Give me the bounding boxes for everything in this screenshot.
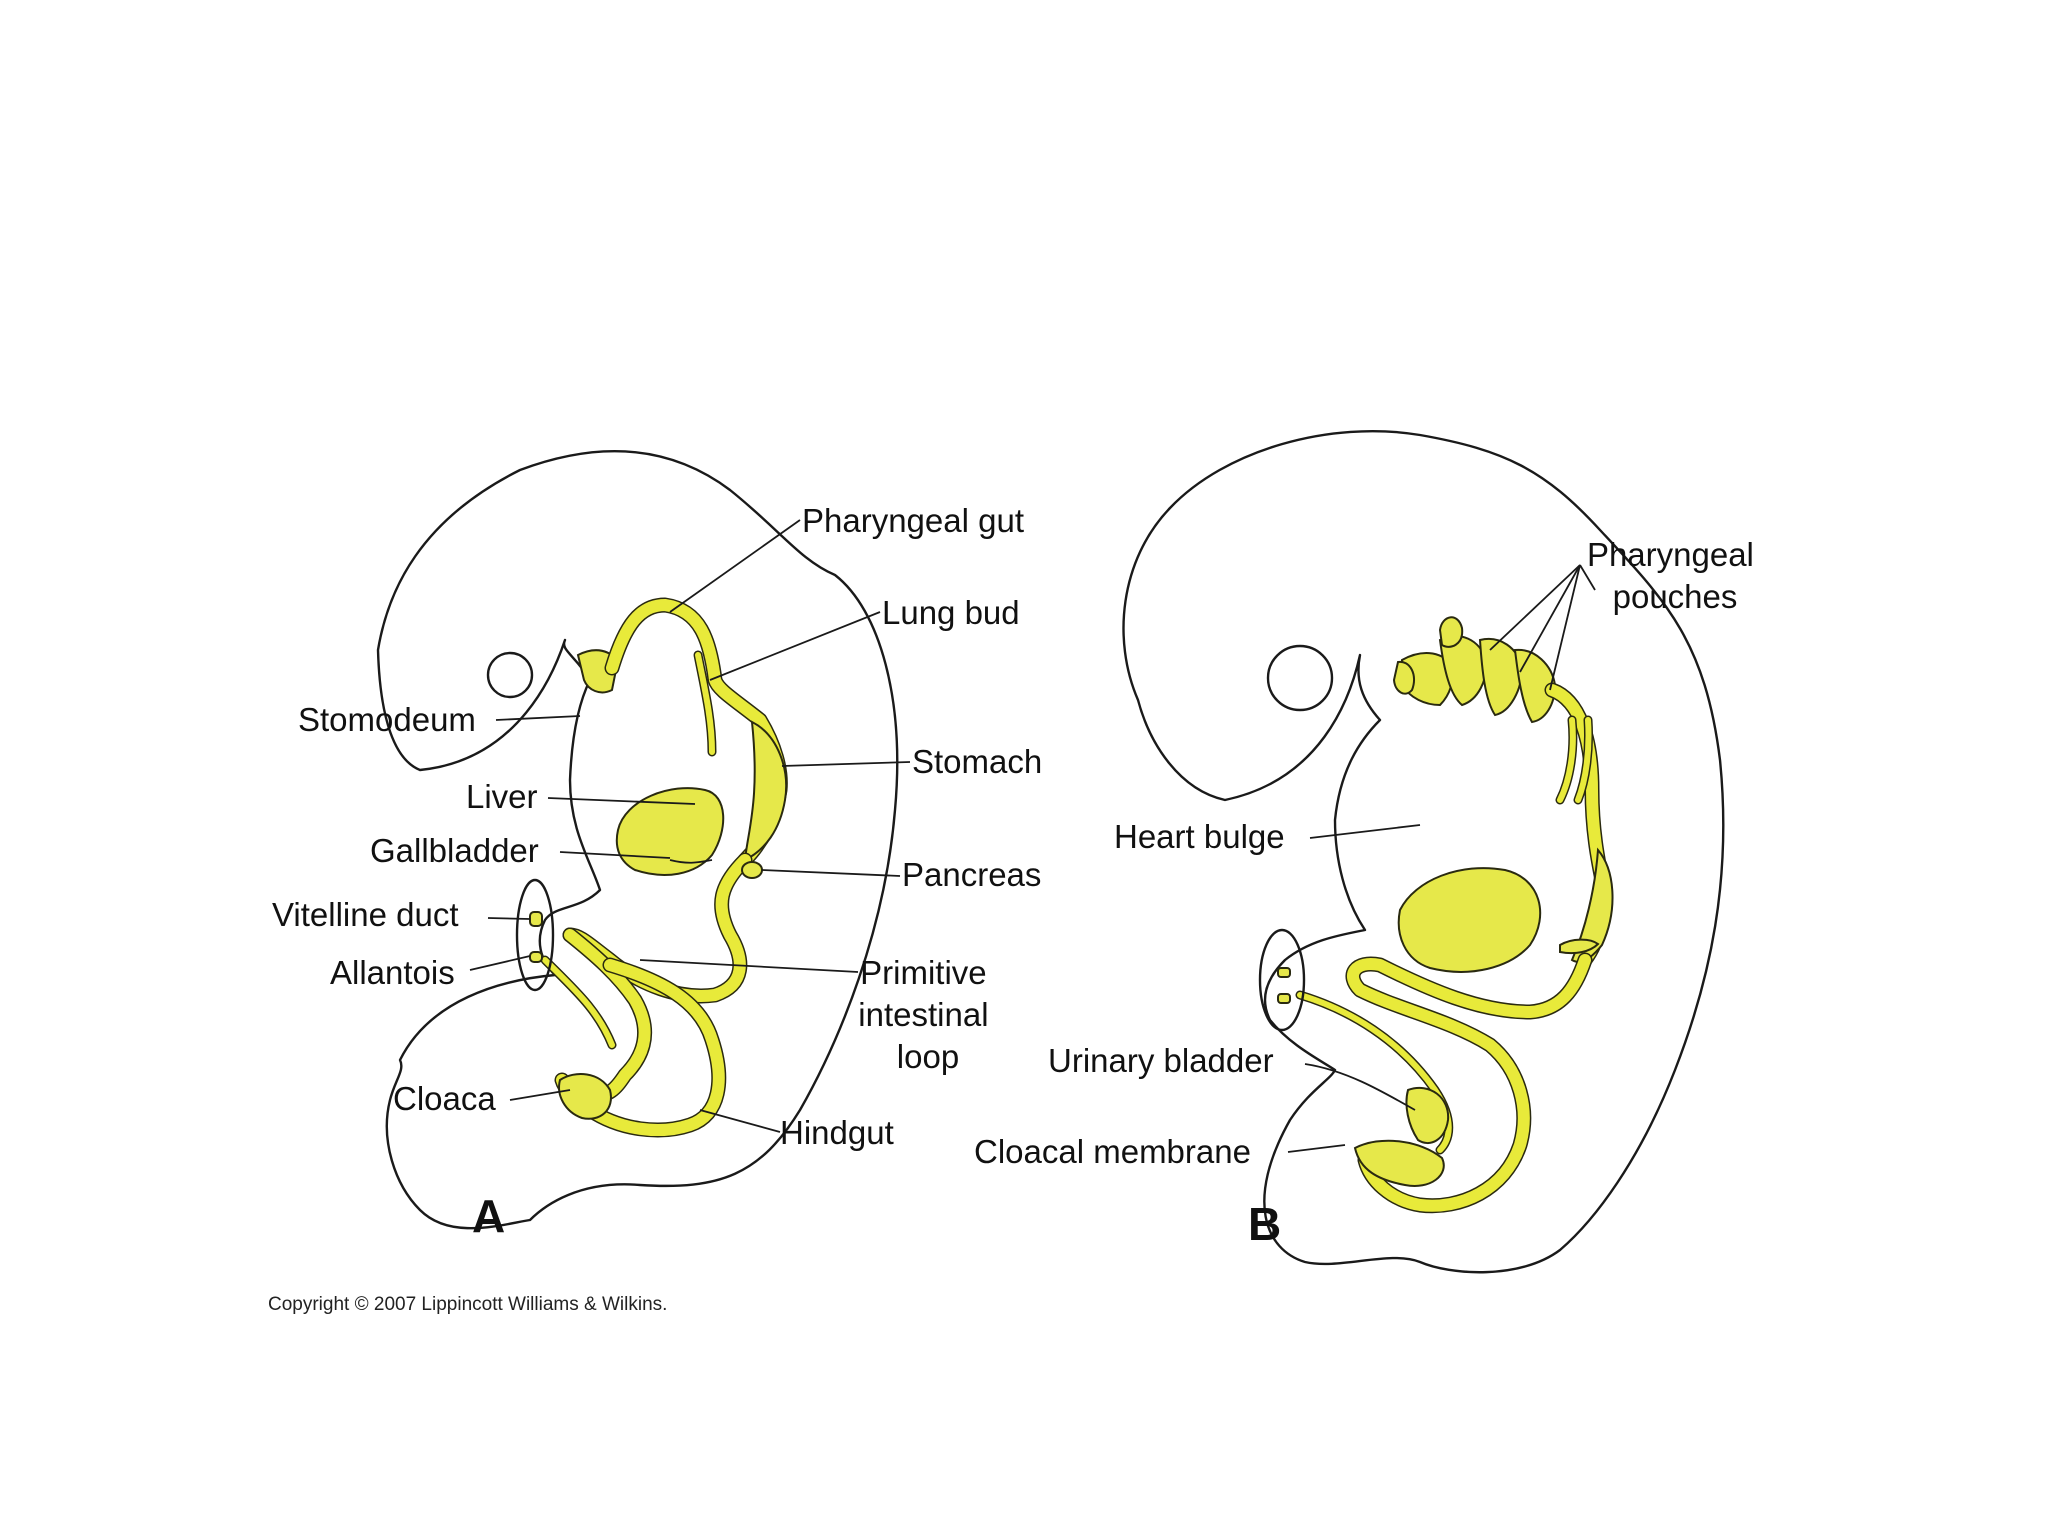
leader-primitive-loop — [639, 959, 859, 973]
allantois-opening — [529, 951, 543, 963]
umbilical-stalk-a — [515, 878, 555, 992]
liver-b — [1397, 867, 1542, 973]
eye-a — [486, 651, 534, 699]
label-liver: Liver — [466, 778, 538, 815]
allantois-b — [1297, 992, 1452, 1153]
label-pancreas: Pancreas — [902, 856, 1041, 893]
lung-bud-b2 — [1575, 717, 1592, 803]
liver-shape — [615, 787, 725, 876]
leader-pharyngeal-pouches-4 — [1579, 564, 1596, 591]
label-stomach: Stomach — [912, 743, 1042, 780]
leader-liver — [547, 797, 696, 805]
stomodeum-b — [1392, 660, 1416, 695]
label-pharyngeal-gut: Pharyngeal gut — [802, 502, 1024, 539]
embryo-outline-b — [1122, 429, 1725, 1274]
label-pouches: pouches — [1613, 578, 1738, 615]
label-cloacal-membrane: Cloacal membrane — [974, 1133, 1251, 1170]
cloaca-shape — [558, 1073, 612, 1120]
leader-heart-bulge — [1309, 824, 1421, 839]
label-pharyngeal: Pharyngeal — [1587, 536, 1754, 573]
leader-allantois — [469, 955, 531, 971]
copyright-notice: Copyright © 2007 Lippincott Williams & W… — [268, 1294, 667, 1315]
lung-bud — [695, 652, 715, 755]
leader-pharyngeal-pouches-3 — [1549, 564, 1581, 691]
urinary-bladder-shape — [1405, 1087, 1450, 1145]
leader-urinary-bladder — [1304, 1063, 1416, 1111]
pancreas-b — [1559, 938, 1600, 955]
pharyngeal-arch-4 — [1513, 648, 1557, 724]
leader-pharyngeal-pouches-2 — [1519, 564, 1581, 673]
label-urinary-bladder: Urinary bladder — [1048, 1042, 1274, 1079]
label-primitive: Primitive — [860, 954, 987, 991]
eye-b — [1266, 644, 1334, 712]
label-hindgut: Hindgut — [780, 1114, 894, 1151]
label-lung-bud: Lung bud — [882, 594, 1020, 631]
vitelline-opening-b — [1277, 967, 1291, 978]
allantois-duct — [542, 957, 615, 1048]
umbilical-stalk-b — [1258, 928, 1306, 1032]
leader-lung-bud — [709, 611, 881, 681]
label-gallbladder: Gallbladder — [370, 832, 539, 869]
leader-pancreas — [761, 869, 901, 877]
panel-a: Pharyngeal gut Lung bud Stomodeum Stomac… — [272, 449, 1042, 1242]
panel-letter-b: B — [1248, 1198, 1281, 1250]
cloaca-b — [1353, 1139, 1445, 1187]
leader-pharyngeal-pouches-1 — [1489, 564, 1581, 651]
label-primitive-intestinal-loop: Primitive intestinal loop — [858, 954, 997, 1075]
leader-hindgut — [699, 1109, 781, 1133]
label-heart-bulge: Heart bulge — [1114, 818, 1285, 855]
panel-b: Pharyngeal pouches Heart bulge Urinary b… — [974, 429, 1763, 1274]
panel-letter-a: A — [472, 1190, 505, 1242]
label-intestinal: intestinal — [858, 996, 988, 1033]
pharyngeal-arch-2 — [1438, 635, 1488, 707]
allantois-opening-b — [1277, 993, 1291, 1004]
midgut-hindgut-b — [1347, 954, 1591, 1212]
pharyngeal-arch-3 — [1478, 637, 1524, 717]
label-vitelline-duct: Vitelline duct — [272, 896, 459, 933]
lung-bud-b — [1557, 717, 1576, 803]
label-loop: loop — [897, 1038, 959, 1075]
label-allantois: Allantois — [330, 954, 455, 991]
pancreas-shape — [741, 861, 763, 879]
leader-gallbladder — [559, 851, 671, 859]
label-pharyngeal-pouches: Pharyngeal pouches — [1587, 536, 1763, 615]
leader-stomodeum — [495, 715, 581, 721]
vitelline-duct-shape — [529, 911, 543, 927]
leader-stomach — [781, 761, 911, 767]
label-stomodeum: Stomodeum — [298, 701, 476, 738]
leader-cloacal-membrane — [1287, 1144, 1346, 1153]
leader-pharyngeal-gut — [669, 519, 801, 613]
stomach-shape — [743, 720, 787, 862]
pharyngeal-arch-top — [1438, 616, 1464, 648]
label-cloaca: Cloaca — [393, 1080, 496, 1117]
pharyngeal-arch-1 — [1401, 652, 1454, 707]
leader-cloaca — [509, 1089, 571, 1101]
leader-vitelline-duct — [487, 917, 531, 920]
